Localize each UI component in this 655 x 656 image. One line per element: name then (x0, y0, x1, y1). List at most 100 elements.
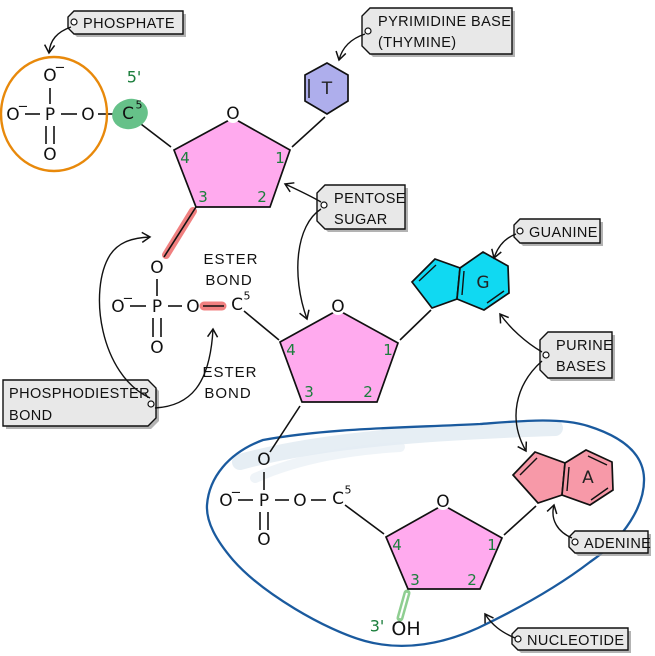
oxygen-atom: O (436, 492, 449, 512)
bond (243, 310, 280, 341)
tag-box (316, 184, 406, 230)
adenine-hexagon (561, 449, 614, 506)
pentose-sugars: O O O (172, 104, 504, 590)
double-bond-line (590, 487, 609, 501)
double-bond-line (486, 290, 505, 304)
pyrimidine-base-tag: PYRIMIDINE BASE (THYMINE) (361, 7, 515, 57)
pentose-sugar-3 (384, 504, 504, 590)
tag-box (511, 627, 629, 651)
oxygen-atom: O (219, 491, 232, 511)
pentose-sugar-1 (172, 117, 292, 208)
enclosure-wash (232, 420, 563, 470)
ring-oxygen-notch (226, 109, 240, 123)
tag-connector (364, 27, 372, 35)
carbon-atom: C (231, 295, 243, 315)
oxygen-atom: O (43, 66, 56, 86)
charge-minus: − (18, 100, 29, 115)
oxygen-atom: O (331, 297, 344, 317)
charge-minus: − (55, 61, 66, 76)
bond (269, 405, 301, 453)
bond (136, 120, 172, 148)
carbon-number: 3 (198, 188, 208, 206)
thymine-hexagon (304, 62, 349, 115)
oxygen-atom: O (186, 297, 199, 317)
oxygen-atom: O (226, 104, 239, 124)
three-prime-hydroxyl: 3' OH (370, 617, 421, 641)
guanine-hexagon (456, 250, 510, 311)
pentose-arrow-up (283, 182, 322, 203)
nucleotide-arrow (484, 612, 516, 639)
carbon-superscript: 5 (136, 99, 143, 112)
tag-connector (516, 227, 524, 235)
adenine-tag: ADENINE (568, 530, 651, 556)
carbon-number: 2 (467, 571, 477, 589)
carbon-number: 1 (383, 341, 393, 359)
phosphate-group-3: O O − P O C 5 O (219, 450, 351, 550)
purine-label: PURINE (556, 338, 613, 354)
ring-oxygen-notch (331, 301, 345, 315)
nucleotide-outline (205, 419, 646, 647)
hydroxyl-bond-core (399, 592, 408, 619)
nucleotide-enclosure (205, 419, 646, 647)
phosphate-circle (0, 55, 109, 173)
phosphodiester-arrow-1 (98, 231, 152, 399)
carbon-superscript: 5 (244, 290, 251, 303)
bases-label: BASES (556, 359, 606, 375)
tag-box (513, 218, 601, 244)
phosphorus-atom: P (152, 297, 162, 317)
bonds (25, 88, 537, 536)
phosphate-label: PHOSPHATE (83, 16, 175, 32)
carbon-number: 4 (392, 536, 402, 554)
adenine-label: ADENINE (584, 536, 651, 552)
oxygen-atom: O (43, 145, 56, 165)
carbon-number: 4 (180, 149, 190, 167)
pentose-arrow-down (297, 208, 322, 321)
carbon5-highlight (112, 98, 148, 130)
pentose-label: PENTOSE (334, 191, 406, 207)
double-bond-line (587, 455, 608, 466)
purine-arrow-up (499, 312, 543, 353)
charge-minus: − (123, 292, 134, 307)
ester-bond-text: ESTER (203, 251, 258, 268)
tag-connector (542, 351, 550, 359)
guanine-pentagon (410, 258, 461, 310)
thymine-label: (THYMINE) (378, 35, 457, 51)
carbon-number: 1 (275, 149, 285, 167)
sugar-label: SUGAR (334, 212, 388, 228)
carbon-number: 4 (286, 341, 296, 359)
guanine-tag: GUANINE (513, 218, 603, 246)
guanine-arrow (491, 233, 517, 260)
oxygen-atom: O (6, 105, 19, 125)
label-tags: PHOSPHATE PYRIMIDINE BASE (THYMINE) PENT… (2, 7, 651, 653)
tag-box (539, 331, 613, 379)
bond-label: BOND (9, 408, 53, 424)
phosphate-arrow (43, 26, 72, 55)
double-bond-line (566, 466, 570, 492)
three-prime-label: 3' (370, 617, 385, 636)
double-bond-line (461, 270, 465, 296)
tag-box (361, 7, 513, 55)
carbon5-prime-1: C 5 5' (112, 68, 148, 130)
ester-bond-text: BOND (204, 385, 251, 402)
annotation-arrows (43, 26, 573, 639)
nucleotide-label: NUCLEOTIDE (527, 633, 624, 649)
carbon-superscript: 5 (345, 484, 352, 497)
thymine-letter: T (321, 79, 333, 99)
carbon-number: 3 (304, 383, 314, 401)
carbon-atom: C (332, 489, 344, 509)
adenine-letter: A (582, 468, 594, 488)
phosphodiester-arrow-2 (154, 327, 219, 409)
tag-connector (147, 400, 155, 408)
phosphate-tag: PHOSPHATE (67, 10, 186, 37)
thymine-base: T (304, 62, 349, 115)
phosphodiester-label: PHOSPHODIESTER (9, 386, 150, 402)
oxygen-atom: O (111, 297, 124, 317)
bond (503, 505, 537, 536)
double-bond-line (418, 264, 437, 282)
ester-bond-line (163, 206, 197, 258)
tag-box (67, 10, 184, 35)
purine-arrow-down (515, 360, 543, 453)
pentose-sugar-2 (278, 309, 400, 403)
carbon-number: 2 (363, 383, 373, 401)
